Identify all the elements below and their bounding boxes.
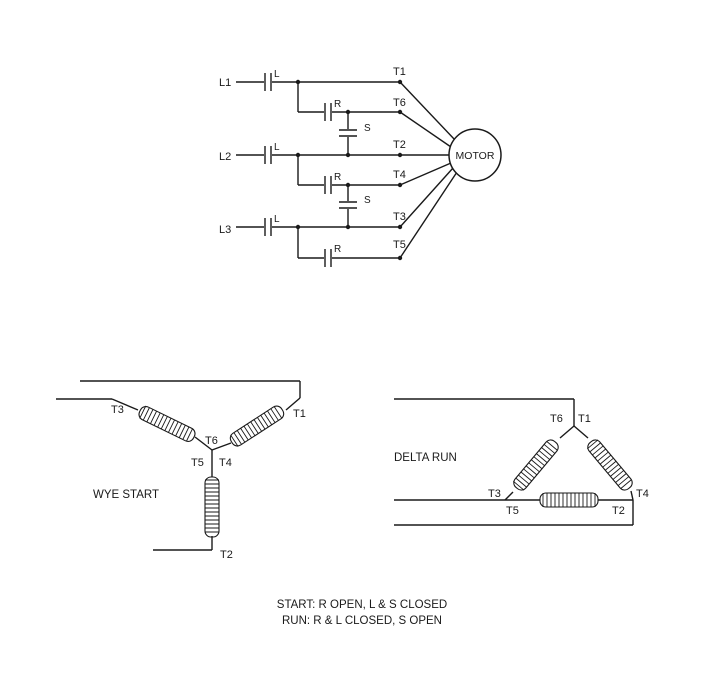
s-contact-lower: S	[339, 182, 371, 227]
terminal-label-t6: T6	[393, 97, 406, 109]
contact-label-r1: R	[334, 99, 341, 110]
contact-label-r3: R	[334, 244, 341, 255]
line-label-l3: L3	[219, 224, 231, 236]
wye-label-t5: T5	[191, 457, 204, 469]
wye-label-t3: T3	[111, 404, 124, 416]
motor-circle	[448, 128, 502, 182]
delta-label-t2: T2	[612, 505, 625, 517]
wye-start-title: WYE START	[93, 489, 159, 501]
caption-start: START: R OPEN, L & S CLOSED	[277, 599, 447, 611]
s-contact-upper: S	[339, 109, 371, 155]
l1-circuit: L R T1 T6	[236, 66, 406, 121]
delta-run-title: DELTA RUN	[394, 452, 457, 464]
l2-circuit: L R T2 T4	[236, 139, 406, 194]
line-label-l2: L2	[219, 151, 231, 163]
motor-label: MOTOR	[456, 150, 495, 162]
contact-label-l3: L	[274, 214, 280, 225]
delta-run-diagram: T6 T1 T3 T5 T4 T2 DELTA RUN	[394, 398, 649, 526]
terminal-label-t5: T5	[393, 239, 406, 251]
caption-run: RUN: R & L CLOSED, S OPEN	[282, 615, 442, 627]
contact-label-l2: L	[274, 142, 280, 153]
terminal-label-t4: T4	[393, 169, 406, 181]
wye-label-t2: T2	[220, 549, 233, 561]
line-label-l1: L1	[219, 77, 231, 89]
motor-leads	[399, 81, 458, 259]
operation-caption: START: R OPEN, L & S CLOSED RUN: R & L C…	[277, 599, 447, 627]
wye-label-t6: T6	[205, 435, 218, 447]
wye-label-t4: T4	[219, 457, 232, 469]
delta-label-t1: T1	[578, 413, 591, 425]
terminal-label-t1: T1	[393, 66, 406, 78]
terminal-label-t3: T3	[393, 211, 406, 223]
contact-label-r2: R	[334, 172, 341, 183]
delta-label-t5: T5	[506, 505, 519, 517]
delta-label-t6: T6	[550, 413, 563, 425]
contact-label-l1: L	[274, 69, 280, 80]
coil-turns	[139, 405, 193, 442]
motor: MOTOR	[448, 128, 502, 182]
delta-label-t4: T4	[636, 488, 649, 500]
contact-label-s1: S	[364, 123, 371, 134]
l3-circuit: L R T3 T5	[236, 211, 406, 267]
terminal-label-t2: T2	[393, 139, 406, 151]
wye-start-diagram: T3 T1 T6 T5 T4 T2 WYE START	[56, 380, 306, 561]
contactor-schematic: L1 L2 L3 L R T1 T6	[219, 66, 502, 267]
contact-label-s2: S	[364, 195, 371, 206]
wye-label-t1: T1	[293, 408, 306, 420]
delta-label-t3: T3	[488, 488, 501, 500]
junction-dot	[295, 79, 301, 85]
